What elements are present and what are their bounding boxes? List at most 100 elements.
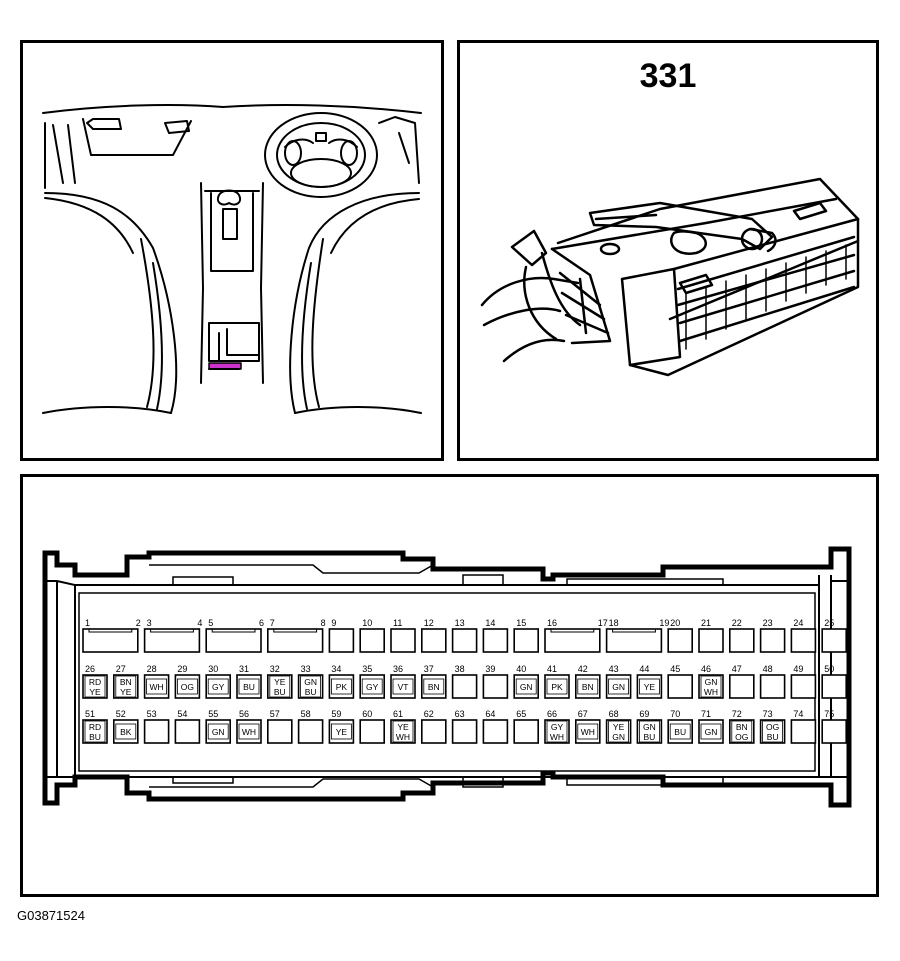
pin-number: 59: [331, 709, 341, 719]
pin-cavity: [759, 628, 786, 653]
wire-colour-tag: [731, 720, 753, 743]
pin-number: 70: [670, 709, 680, 719]
pin-number: 3: [147, 618, 152, 628]
wire-colour-code: BN: [428, 682, 440, 692]
pin-cavity: [359, 719, 386, 744]
pin-cavity: [513, 719, 540, 744]
pin-cavity: [667, 628, 694, 653]
pin-cavity: [482, 674, 509, 699]
pin-key-notch: [88, 629, 133, 633]
wire-colour-tag: [577, 723, 599, 740]
wire-colour-tag: [115, 675, 137, 698]
pin-number: 9: [331, 618, 336, 628]
wire-colour-code: GY: [551, 722, 564, 732]
pin-number: 29: [177, 664, 187, 674]
pin-number: 63: [455, 709, 465, 719]
pin-cavity: [451, 628, 478, 653]
wire-colour-tag: [639, 678, 660, 695]
pin-cavity: [513, 628, 540, 653]
wire-colour-tag: [330, 678, 352, 695]
wire-colour-tag: [207, 723, 229, 740]
pin-number: 58: [301, 709, 311, 719]
wire-colour-code: BN: [582, 682, 594, 692]
wire-colour-code: YE: [120, 687, 132, 697]
wire-colour-code: YE: [644, 682, 656, 692]
pin-number: 52: [116, 709, 126, 719]
wire-colour-code: YE: [613, 722, 625, 732]
wire-colour-code: OG: [735, 732, 748, 742]
pin-number: 34: [331, 664, 341, 674]
wire-colour-code: WH: [581, 727, 595, 737]
pin-number: 49: [793, 664, 803, 674]
figure-id: G03871524: [17, 908, 85, 923]
pin-number: 6: [259, 618, 264, 628]
wire-colour-code: GN: [643, 722, 656, 732]
pin-cavity: [759, 674, 786, 699]
wire-colour-tag: [669, 723, 691, 740]
pin-number: 69: [639, 709, 649, 719]
pin-number: 23: [763, 618, 773, 628]
pin-cavity: [143, 719, 170, 744]
pin-cavity: [174, 719, 201, 744]
pin-number: 55: [208, 709, 218, 719]
wire-colour-code: GY: [212, 682, 225, 692]
wire-colour-code: GN: [612, 682, 625, 692]
wire-colour-tag: [330, 723, 352, 740]
pin-number: 2: [136, 618, 141, 628]
pin-number: 19: [659, 618, 669, 628]
wire-colour-tag: [423, 678, 445, 695]
wire-colour-code: VT: [398, 682, 409, 692]
wire-colour-code: YE: [336, 727, 348, 737]
pin-cavity: [143, 628, 201, 653]
pin-cavity: [420, 719, 447, 744]
wire-colour-code: GY: [366, 682, 379, 692]
wire-colour-tag: [361, 678, 383, 695]
pin-number: 44: [639, 664, 649, 674]
wire-colour-code: GN: [705, 727, 718, 737]
pin-number: 13: [455, 618, 465, 628]
wire-colour-code: BN: [120, 677, 132, 687]
wire-colour-tag: [700, 675, 722, 698]
pin-cavity: [482, 628, 509, 653]
location-view-panel: [20, 40, 444, 461]
wire-colour-tag: [269, 675, 291, 698]
pin-number: 28: [147, 664, 157, 674]
pin-number: 41: [547, 664, 557, 674]
pin-key-notch: [273, 629, 318, 633]
wire-colour-tag: [238, 678, 260, 695]
pin-cavity: [267, 628, 324, 653]
wire-colour-code: YE: [89, 687, 101, 697]
pin-number: 71: [701, 709, 711, 719]
pin-number: 15: [516, 618, 526, 628]
wire-colour-tag: [546, 720, 568, 743]
pin-number: 62: [424, 709, 434, 719]
wire-colour-tag: [546, 678, 568, 695]
pin-number: 4: [197, 618, 202, 628]
pin-number: 33: [301, 664, 311, 674]
pin-cavity: [821, 719, 848, 744]
pin-key-notch: [150, 629, 194, 633]
pin-number: 36: [393, 664, 403, 674]
pin-cavity: [790, 719, 817, 744]
connector-drawing: [480, 177, 860, 377]
pin-number: 16: [547, 618, 557, 628]
wire-colour-code: RD: [89, 677, 101, 687]
pin-number: 66: [547, 709, 557, 719]
pin-number: 17: [598, 618, 608, 628]
wire-colour-tag: [608, 720, 629, 743]
connector-number: 331: [639, 57, 697, 95]
pin-number: 24: [793, 618, 803, 628]
pin-number: 8: [321, 618, 326, 628]
wire-colour-code: BU: [767, 732, 779, 742]
pin-cavity: [544, 628, 601, 653]
pin-cavity: [667, 674, 694, 699]
wire-colour-code: RD: [89, 722, 101, 732]
pin-number: 43: [609, 664, 619, 674]
pin-cavity: [698, 628, 724, 653]
pin-number: 64: [485, 709, 495, 719]
pin-number: 74: [793, 709, 803, 719]
pin-number: 75: [824, 709, 834, 719]
wire-colour-code: GN: [705, 677, 718, 687]
